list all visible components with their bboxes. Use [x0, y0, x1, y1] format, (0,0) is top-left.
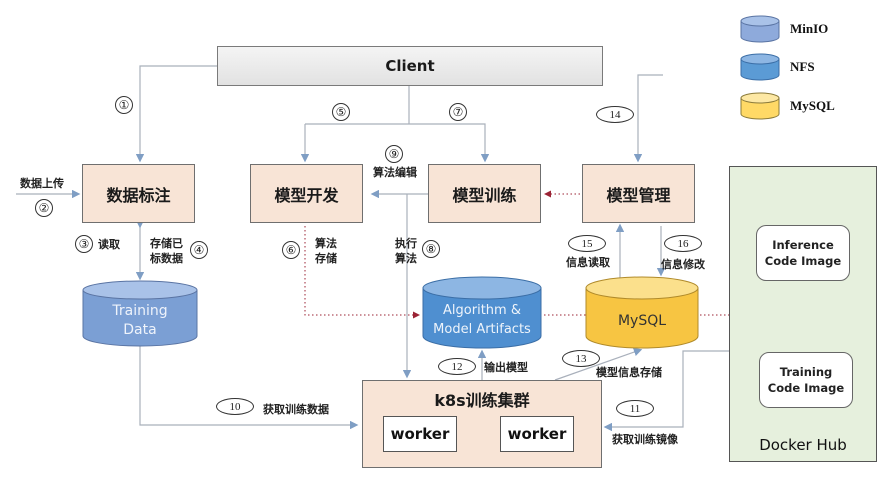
model-training-box[interactable]: 模型训练	[428, 164, 541, 223]
step-9: ⑨	[385, 145, 403, 163]
step-12: 12	[438, 358, 476, 375]
model-mgmt-label: 模型管理	[606, 185, 671, 205]
inference-image-line1: Inference	[772, 238, 834, 252]
label-exec-alg-2: 算法	[395, 252, 417, 265]
label-upload: 数据上传	[20, 177, 64, 190]
step-7: ⑦	[449, 103, 467, 121]
step-8: ⑧	[422, 240, 440, 258]
label-info-modify: 信息修改	[661, 258, 705, 271]
client-box[interactable]: Client	[217, 46, 603, 86]
legend-nfs: NFS	[740, 53, 815, 81]
training-code-image[interactable]: Training Code Image	[759, 352, 853, 408]
nfs-cylinder-icon	[422, 276, 542, 349]
training-image-line1: Training	[779, 365, 833, 379]
label-alg-store: 算法 存储	[315, 236, 337, 266]
data-labeling-label: 数据标注	[106, 185, 171, 205]
legend-mysql: MySQL	[740, 92, 835, 120]
label-store-labeled: 存储已 标数据	[150, 236, 183, 266]
minio-cylinder-icon	[82, 280, 198, 347]
label-alg-store-2: 存储	[315, 252, 337, 265]
step-1: ①	[115, 96, 133, 114]
edge-get-train-data	[139, 345, 359, 430]
step-4: ④	[190, 241, 208, 259]
step-6: ⑥	[282, 241, 300, 259]
training-image-line2: Code Image	[767, 381, 845, 395]
label-get-train-image: 获取训练镜像	[612, 433, 678, 446]
mysql-label: MySQL	[617, 313, 667, 329]
model-dev-label: 模型开发	[274, 185, 339, 205]
label-get-train-data: 获取训练数据	[263, 403, 329, 416]
legend-nfs-label: NFS	[790, 59, 815, 74]
legend-mysql-icon	[740, 92, 780, 120]
artifacts-line2: Model Artifacts	[433, 322, 531, 337]
model-training-label: 模型训练	[452, 185, 517, 205]
inference-code-image[interactable]: Inference Code Image	[756, 225, 850, 281]
step-15: 15	[568, 235, 606, 252]
edge-get-train-image	[603, 350, 760, 432]
artifacts-line1: Algorithm &	[443, 303, 521, 318]
legend-nfs-icon	[740, 53, 780, 81]
step-11: 11	[616, 400, 654, 417]
mysql-store[interactable]: MySQL	[585, 276, 699, 350]
docker-hub-title: Docker Hub	[759, 436, 847, 454]
label-read: 读取	[98, 238, 120, 251]
label-alg-edit: 算法编辑	[373, 166, 417, 179]
step-10: 10	[216, 398, 254, 415]
legend-minio-label: MinIO	[790, 21, 829, 36]
edge-client-labeling	[135, 65, 217, 163]
training-data-line1: Training	[112, 303, 168, 319]
worker-2-label: worker	[507, 425, 567, 443]
worker-1-label: worker	[390, 425, 450, 443]
legend-minio-icon	[740, 15, 780, 43]
inference-image-line2: Code Image	[764, 254, 842, 268]
label-store-labeled-1: 存储已	[150, 237, 183, 250]
worker-2[interactable]: worker	[500, 416, 574, 452]
label-model-info-store: 模型信息存储	[596, 366, 662, 379]
label-info-read: 信息读取	[566, 256, 610, 269]
edge-alg-store	[304, 226, 420, 319]
model-dev-box[interactable]: 模型开发	[250, 164, 363, 223]
step-13: 13	[562, 350, 600, 367]
edge-client-mgmt	[633, 74, 663, 163]
training-data-line2: Data	[123, 322, 157, 338]
label-store-labeled-2: 标数据	[150, 252, 183, 265]
artifacts-store[interactable]: Algorithm & Model Artifacts	[422, 276, 542, 350]
worker-1[interactable]: worker	[383, 416, 457, 452]
k8s-cluster-title: k8s训练集群	[434, 391, 530, 410]
step-3: ③	[75, 235, 93, 253]
legend-mysql-label: MySQL	[790, 98, 835, 113]
step-5: ⑤	[332, 103, 350, 121]
step-14: 14	[596, 106, 634, 123]
client-label: Client	[385, 57, 435, 75]
label-output-model: 输出模型	[484, 361, 528, 374]
model-mgmt-box[interactable]: 模型管理	[582, 164, 695, 223]
label-exec-alg-1: 执行	[395, 237, 417, 250]
edge-model-info-store	[554, 348, 643, 381]
step-2: ②	[35, 199, 53, 217]
legend-minio: MinIO	[740, 15, 828, 43]
step-16: 16	[664, 235, 702, 252]
docker-hub-panel[interactable]	[729, 166, 877, 462]
training-data-store[interactable]: Training Data	[82, 280, 198, 348]
label-exec-alg: 执行 算法	[395, 236, 417, 266]
label-alg-store-1: 算法	[315, 237, 337, 250]
edge-to-model-train	[305, 123, 490, 163]
mysql-cylinder-icon	[585, 276, 699, 349]
data-labeling-box[interactable]: 数据标注	[82, 164, 195, 223]
